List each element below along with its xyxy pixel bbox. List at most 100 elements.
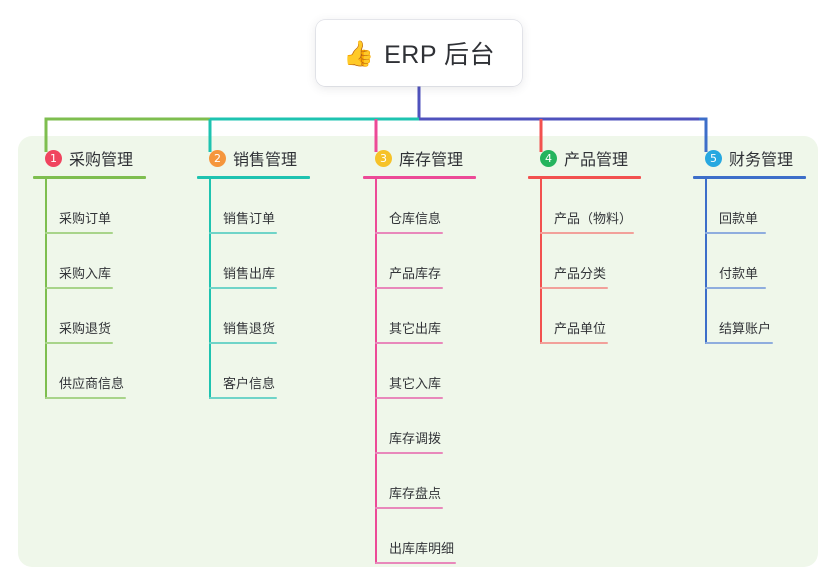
leaf-item[interactable]: 客户信息	[209, 344, 357, 399]
leaf-label: 产品单位	[554, 321, 607, 337]
branch-header-1[interactable]: 1 采购管理	[33, 146, 193, 170]
leaf-spine	[705, 179, 707, 344]
leaf-label: 供应商信息	[59, 376, 125, 392]
leaf-underline	[45, 397, 126, 399]
leaf-item[interactable]: 产品单位	[540, 289, 688, 344]
leaf-spine	[209, 179, 211, 399]
branch-title: 销售管理	[233, 152, 298, 169]
leaf-spine	[540, 179, 542, 344]
leaf-label: 结算账户	[719, 321, 772, 337]
leaf-item[interactable]: 仓库信息	[375, 179, 523, 234]
leaf-underline	[540, 342, 608, 344]
leaf-item[interactable]: 出库库明细	[375, 509, 523, 564]
leaf-label: 出库库明细	[389, 541, 455, 557]
leaf-list: 产品（物料） 产品分类产品单位	[528, 179, 688, 344]
leaf-item[interactable]: 库存盘点	[375, 454, 523, 509]
leaf-item[interactable]: 其它出库	[375, 289, 523, 344]
leaf-label: 产品库存	[389, 266, 442, 282]
leaf-item[interactable]: 销售退货	[209, 289, 357, 344]
root-title: ERP 后台	[384, 41, 496, 69]
leaf-underline	[375, 232, 443, 234]
leaf-underline	[540, 232, 634, 234]
leaf-underline	[375, 452, 443, 454]
leaf-item[interactable]: 采购退货	[45, 289, 193, 344]
branch-title: 库存管理	[399, 152, 464, 169]
leaf-label: 客户信息	[223, 376, 276, 392]
leaf-list: 仓库信息产品库存其它出库其它入库库存调拨库存盘点出库库明细	[363, 179, 523, 564]
leaf-label: 销售订单	[223, 211, 276, 227]
leaf-underline	[209, 232, 277, 234]
leaf-label: 销售退货	[223, 321, 276, 337]
branch-column-1[interactable]: 1 采购管理采购订单采购入库采购退货供应商信息	[33, 146, 193, 399]
leaf-item[interactable]: 产品分类	[540, 234, 688, 289]
leaf-label: 其它入库	[389, 376, 442, 392]
leaf-underline	[375, 397, 443, 399]
branch-column-5[interactable]: 5 财务管理回款单付款单结算账户	[693, 146, 839, 344]
branch-number-badge: 1	[45, 149, 62, 167]
leaf-underline	[45, 232, 113, 234]
leaf-label: 采购订单	[59, 211, 112, 227]
leaf-underline	[705, 342, 773, 344]
leaf-underline	[209, 287, 277, 289]
branch-header-5[interactable]: 5 财务管理	[693, 146, 839, 170]
leaf-item[interactable]: 回款单	[705, 179, 839, 234]
leaf-underline	[375, 287, 443, 289]
branch-underline	[693, 176, 806, 179]
leaf-list: 回款单付款单结算账户	[693, 179, 839, 344]
leaf-underline	[209, 342, 277, 344]
thumbs-up-icon: 👍	[342, 38, 375, 68]
leaf-label: 销售出库	[223, 266, 276, 282]
branch-number-badge: 3	[375, 149, 392, 167]
leaf-label: 付款单	[719, 266, 759, 282]
leaf-underline	[375, 507, 443, 509]
leaf-item[interactable]: 库存调拨	[375, 399, 523, 454]
leaf-item[interactable]: 产品库存	[375, 234, 523, 289]
leaf-label: 采购入库	[59, 266, 112, 282]
leaf-spine	[45, 179, 47, 399]
leaf-label: 其它出库	[389, 321, 442, 337]
leaf-item[interactable]: 其它入库	[375, 344, 523, 399]
branch-title: 采购管理	[69, 152, 134, 169]
leaf-item[interactable]: 产品（物料）	[540, 179, 688, 234]
leaf-label: 产品分类	[554, 266, 607, 282]
leaf-label: 回款单	[719, 211, 759, 227]
branch-underline	[33, 176, 146, 179]
leaf-item[interactable]: 采购订单	[45, 179, 193, 234]
branch-number-badge: 5	[705, 149, 722, 167]
root-node[interactable]: 👍 ERP 后台	[316, 20, 522, 86]
branch-underline	[528, 176, 641, 179]
diagram-panel-background	[18, 136, 818, 567]
leaf-label: 采购退货	[59, 321, 112, 337]
branch-column-2[interactable]: 2 销售管理销售订单销售出库销售退货客户信息	[197, 146, 357, 399]
leaf-item[interactable]: 采购入库	[45, 234, 193, 289]
branch-title: 财务管理	[729, 152, 794, 169]
leaf-underline	[705, 287, 766, 289]
leaf-underline	[209, 397, 277, 399]
branch-header-3[interactable]: 3 库存管理	[363, 146, 523, 170]
leaf-underline	[540, 287, 608, 289]
leaf-item[interactable]: 付款单	[705, 234, 839, 289]
leaf-item[interactable]: 结算账户	[705, 289, 839, 344]
leaf-underline	[45, 342, 113, 344]
leaf-item[interactable]: 销售订单	[209, 179, 357, 234]
leaf-underline	[45, 287, 113, 289]
branch-underline	[197, 176, 310, 179]
leaf-list: 销售订单销售出库销售退货客户信息	[197, 179, 357, 399]
leaf-list: 采购订单采购入库采购退货供应商信息	[33, 179, 193, 399]
leaf-underline	[375, 342, 443, 344]
leaf-item[interactable]: 销售出库	[209, 234, 357, 289]
leaf-label: 库存盘点	[389, 486, 442, 502]
branch-title: 产品管理	[564, 152, 629, 169]
branch-header-2[interactable]: 2 销售管理	[197, 146, 357, 170]
branch-column-3[interactable]: 3 库存管理仓库信息产品库存其它出库其它入库库存调拨库存盘点出库库明细	[363, 146, 523, 564]
leaf-label: 产品（物料）	[554, 211, 633, 227]
leaf-underline	[705, 232, 766, 234]
branch-number-badge: 2	[209, 149, 226, 167]
leaf-label: 库存调拨	[389, 431, 442, 447]
branch-underline	[363, 176, 476, 179]
leaf-underline	[375, 562, 456, 564]
leaf-item[interactable]: 供应商信息	[45, 344, 193, 399]
